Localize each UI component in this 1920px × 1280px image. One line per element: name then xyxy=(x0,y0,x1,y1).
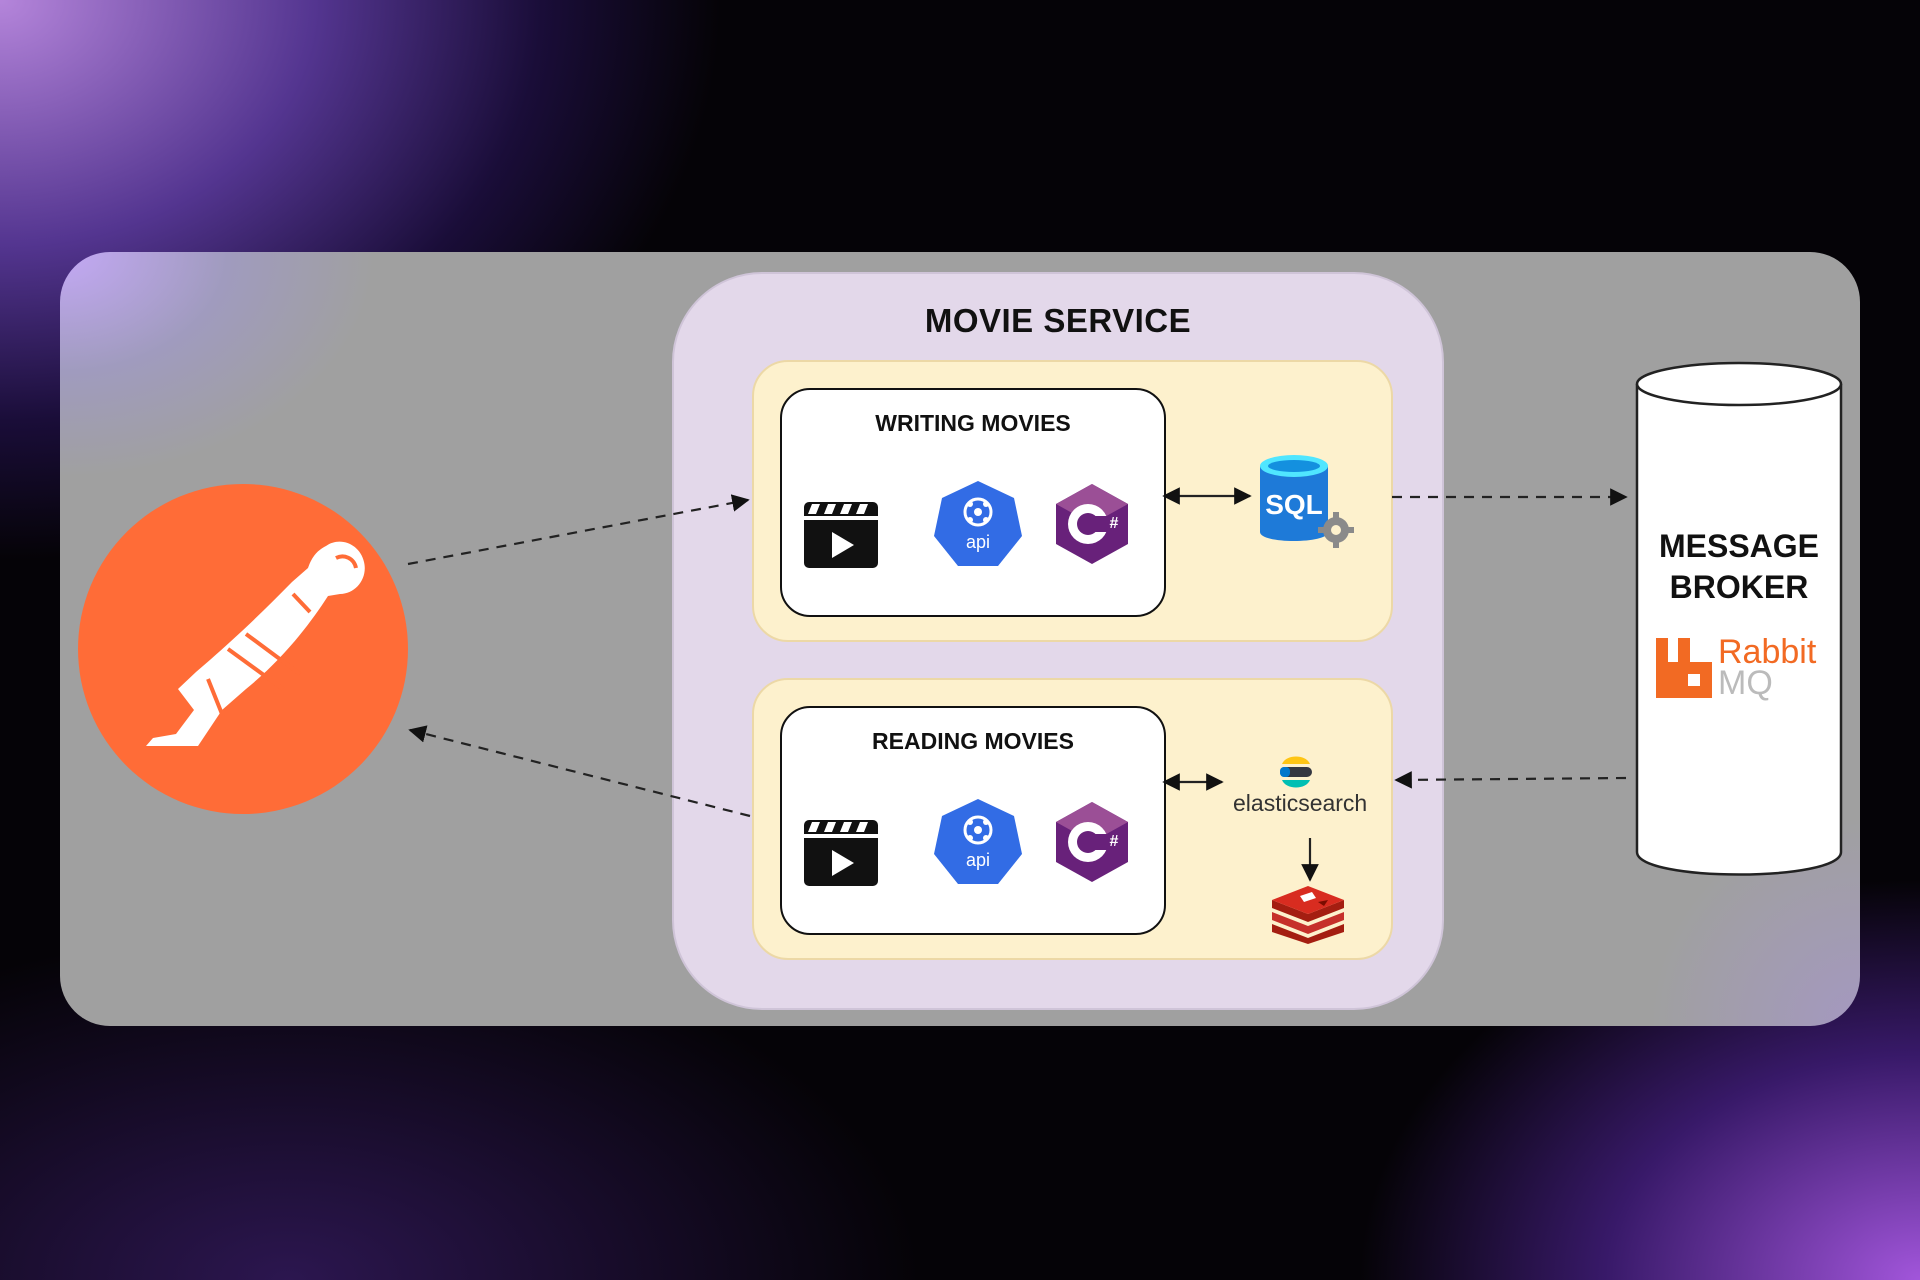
reading-movies-title: READING MOVIES xyxy=(872,728,1074,754)
writing-movies-box: WRITING MOVIES xyxy=(780,388,1166,617)
rabbitmq-logo-line1: Rabbit xyxy=(1718,633,1817,671)
writing-movies-title: WRITING MOVIES xyxy=(875,410,1071,436)
message-broker: MESSAGE BROKER Rabbit MQ xyxy=(1634,360,1844,880)
csharp-icon: # xyxy=(1056,802,1128,882)
kubernetes-api-icon: api xyxy=(934,799,1022,884)
kubernetes-api-icon: api xyxy=(934,481,1022,566)
rabbitmq-icon xyxy=(1656,638,1712,698)
clapperboard-icon xyxy=(804,502,878,568)
reading-lane: READING MOVIES xyxy=(752,678,1393,960)
svg-text:#: # xyxy=(1110,515,1119,532)
postman-icon xyxy=(78,484,408,814)
service-title: MOVIE SERVICE xyxy=(924,302,1192,339)
broker-title: MESSAGE BROKER xyxy=(1634,526,1844,608)
sql-label: SQL xyxy=(1265,489,1323,520)
elasticsearch-icon xyxy=(1280,756,1312,788)
rabbitmq-logo-text: Rabbit MQ xyxy=(1718,635,1816,702)
movie-service-container: MOVIE SERVICE WRITING MOVIES xyxy=(672,272,1444,1010)
csharp-icon: # xyxy=(1056,484,1128,564)
broker-title-line2: BROKER xyxy=(1669,569,1809,605)
svg-text:#: # xyxy=(1110,833,1119,850)
broker-title-line1: MESSAGE xyxy=(1658,528,1820,564)
writing-lane: WRITING MOVIES xyxy=(752,360,1393,642)
svg-text:api: api xyxy=(966,850,990,870)
elasticsearch-label: elasticsearch xyxy=(1233,790,1368,816)
sql-database-icon: SQL xyxy=(1260,455,1354,548)
reading-movies-box: READING MOVIES xyxy=(780,706,1166,935)
redis-icon xyxy=(1272,886,1344,944)
diagram-canvas: MOVIE SERVICE WRITING MOVIES xyxy=(60,252,1860,1026)
rabbitmq-logo-line2: MQ xyxy=(1718,664,1773,702)
clapperboard-icon xyxy=(804,820,878,886)
svg-text:api: api xyxy=(966,532,990,552)
